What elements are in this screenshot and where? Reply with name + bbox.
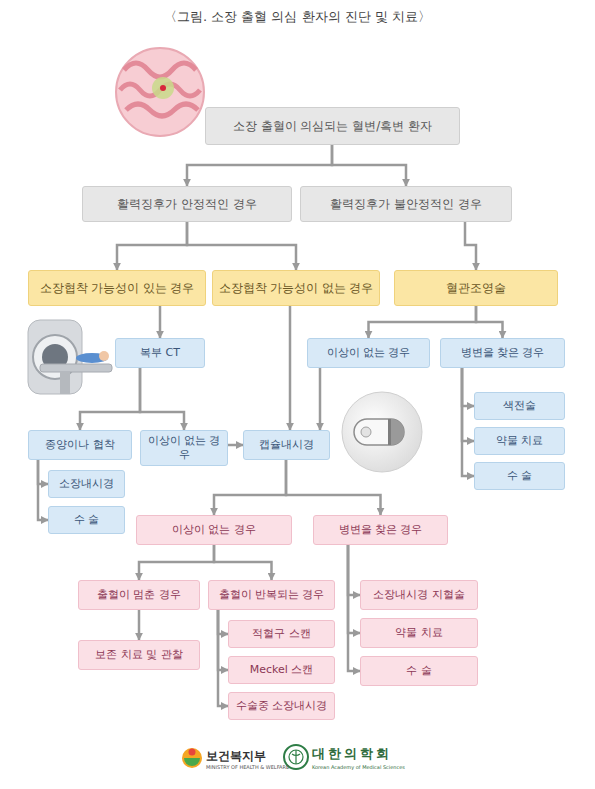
ct-scanner-illustration [28, 320, 112, 394]
flow-arrow [38, 460, 48, 484]
step-box: 소장내시경 지혈술 [360, 580, 478, 610]
flow-arrow [332, 145, 406, 186]
box-text: 병변을 찾은 경우 [339, 523, 423, 537]
capsule-illustration [342, 392, 422, 472]
logo-label: 보건복지부 [206, 748, 266, 765]
box-text: 소장내시경 지혈술 [373, 588, 465, 602]
box-text: 소장 출혈이 의심되는 혈변/흑변 환자 [233, 119, 432, 134]
step-box: 병변을 찾은 경우 [440, 338, 565, 368]
box-text: 캡슐내시경 [259, 438, 314, 452]
branch-box: 혈관조영술 [394, 270, 558, 306]
flow-arrow [228, 444, 243, 447]
flow-arrow [476, 306, 503, 338]
condition-box: 활력징후가 안정적인 경우 [82, 186, 292, 222]
step-box: 수 술 [360, 656, 478, 686]
flow-arrow [289, 306, 292, 430]
flow-arrow [38, 460, 48, 520]
logo-label: Korean Academy of Medical Sciences [312, 764, 405, 770]
flow-arrow [80, 368, 140, 430]
flow-arrow [214, 545, 272, 580]
flow-arrow [369, 306, 477, 338]
step-box: 이상이 없는 경우 [307, 338, 430, 368]
box-text: 색전술 [503, 399, 536, 413]
box-text: 종양이나 협착 [45, 438, 115, 452]
box-text: 병변을 찾은 경우 [461, 346, 545, 360]
flow-arrow [465, 222, 476, 270]
intestine-illustration [116, 48, 204, 136]
flow-arrow [462, 368, 474, 476]
flow-arrow [139, 545, 214, 580]
box-text: 약물 치료 [496, 434, 544, 448]
step-box: Meckel 스캔 [228, 656, 335, 684]
step-box: 약물 치료 [360, 618, 478, 648]
flow-arrow [348, 545, 360, 595]
step-box: 캡슐내시경 [243, 430, 330, 460]
flow-arrow [319, 368, 322, 430]
step-box: 수 술 [48, 506, 125, 534]
box-text: 소장협착 가능성이 있는 경우 [40, 281, 195, 295]
box-text: 수술중 소장내시경 [236, 699, 328, 713]
flow-arrow [462, 368, 474, 441]
step-box: 보존 치료 및 관찰 [78, 640, 200, 670]
branch-box: 소장협착 가능성이 있는 경우 [28, 270, 206, 306]
box-text: 보존 치료 및 관찰 [95, 648, 183, 662]
flow-arrow [140, 368, 184, 430]
step-box: 병변을 찾은 경우 [313, 515, 448, 545]
step-box: 복부 CT [115, 338, 205, 368]
box-text: 소장내시경 [59, 477, 114, 491]
flow-arrow [286, 460, 381, 515]
box-text: Meckel 스캔 [250, 663, 314, 677]
condition-box: 소장 출혈이 의심되는 혈변/흑변 환자 [205, 107, 460, 145]
step-box: 출혈이 멈춘 경우 [78, 580, 200, 610]
flow-arrow [187, 145, 332, 186]
flow-arrow [214, 460, 286, 515]
flow-arrow [218, 610, 228, 670]
box-text: 적혈구 스캔 [252, 627, 311, 641]
logo-label: 대한의학회 [312, 745, 392, 763]
ministry-logo [182, 748, 202, 768]
box-text: 수 술 [74, 513, 100, 527]
step-box: 수 술 [474, 462, 565, 490]
box-text: 소장협착 가능성이 없는 경우 [219, 281, 374, 295]
box-text: 활력징후가 안정적인 경우 [117, 197, 257, 212]
step-box: 약물 치료 [474, 427, 565, 455]
flow-arrow [187, 222, 296, 270]
box-text: 출혈이 반복되는 경우 [219, 588, 325, 602]
box-text: 이상이 없는 경우 [172, 523, 256, 537]
step-box: 적혈구 스캔 [228, 620, 335, 648]
condition-box: 활력징후가 불안정적인 경우 [300, 186, 512, 222]
flow-arrow [159, 306, 162, 338]
branch-box: 소장협착 가능성이 없는 경우 [212, 270, 380, 306]
box-text: 이상이 없는 경우 [327, 346, 411, 360]
step-box: 소장내시경 [48, 470, 125, 498]
step-box: 수술중 소장내시경 [228, 692, 335, 720]
flow-arrow [218, 610, 228, 706]
flow-arrow [218, 610, 228, 634]
box-text: 약물 치료 [395, 626, 443, 640]
box-text: 혈관조영술 [446, 281, 506, 295]
flow-arrow [138, 610, 141, 640]
box-text: 이상이 없는 경우 [145, 434, 223, 462]
box-text: 활력징후가 불안정적인 경우 [330, 197, 482, 212]
step-box: 색전술 [474, 392, 565, 420]
step-box: 이상이 없는 경우 [136, 515, 292, 545]
step-box: 이상이 없는 경우 [140, 430, 228, 466]
box-text: 수 술 [406, 664, 432, 678]
flow-arrow [117, 222, 187, 270]
box-text: 복부 CT [140, 346, 180, 360]
step-box: 출혈이 반복되는 경우 [208, 580, 335, 610]
step-box: 종양이나 협착 [28, 430, 132, 460]
flow-arrow [348, 545, 360, 633]
logo-label: MINISTRY OF HEALTH & WELFARE [206, 764, 289, 770]
figure-title: 〈그림. 소장 출혈 의심 환자의 진단 및 치료〉 [0, 8, 595, 26]
box-text: 수 술 [507, 469, 533, 483]
box-text: 출혈이 멈춘 경우 [97, 588, 181, 602]
flow-arrow [348, 545, 360, 671]
flow-arrow [462, 368, 474, 406]
